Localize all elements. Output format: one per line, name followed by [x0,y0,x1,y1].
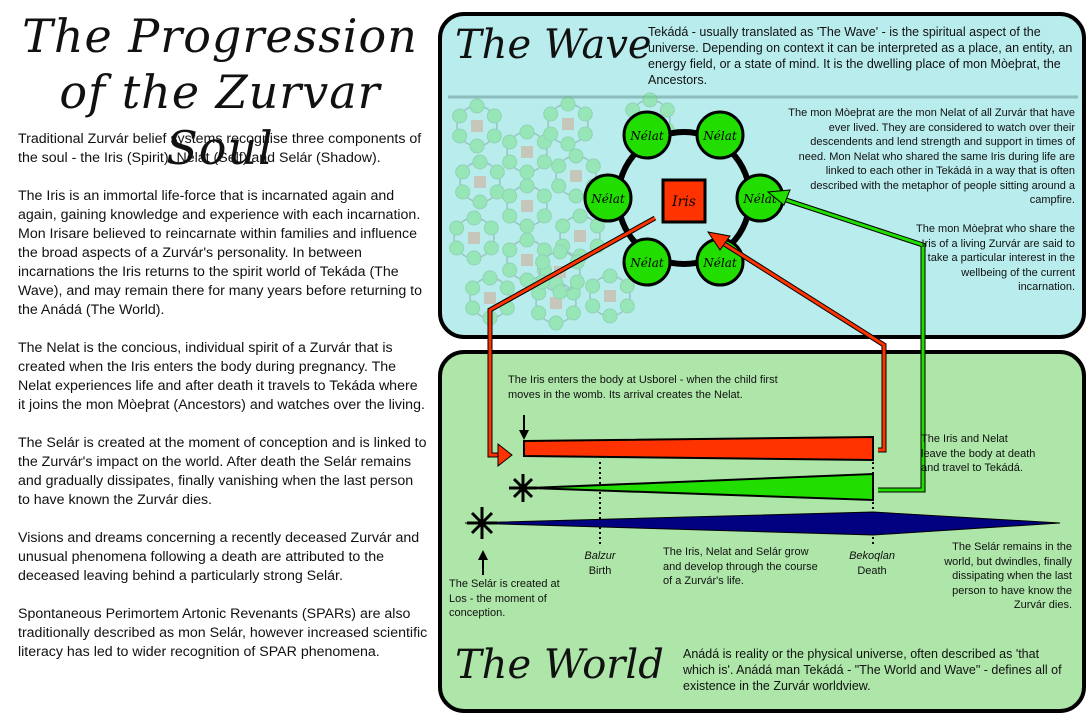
iris-incarnation-arrow [488,216,656,457]
birth-term: Balzur [584,550,616,562]
nelat-label: Nélat [590,192,625,206]
selar-remains-text: The Selár remains in the world, but dwin… [944,541,1072,611]
ancestor-group [502,124,552,180]
nelat-label: Nélat [629,129,664,143]
selar-created-text: The Selár is created at Los - the moment… [449,578,560,619]
intro-text: Traditional Zurvár belief systems recogn… [18,130,428,681]
nelat-return-arrow [779,196,925,492]
ancestor-group [452,98,502,154]
nelat-label: Nélat [702,256,737,270]
wave-description: Tekádá - usually translated as 'The Wave… [648,25,1073,87]
intro-p6: Spontaneous Perimortem Artonic Revenants… [18,606,428,660]
ancestor-group [455,154,505,210]
ancestor-group [465,270,515,326]
wave-title: The Wave [455,22,652,68]
ancestor-group [502,232,552,288]
death-term: Bekoqlan [849,550,895,562]
nelat-node: Nélat [583,173,633,223]
nelat-label: Nélat [742,192,777,206]
nelat-spark-icon [509,474,537,502]
intro-p4: The Selár is created at the moment of co… [18,435,427,508]
iris-square [661,178,707,224]
nelat-node: Nélat [622,237,672,287]
ancestors-text: The mon Mòeþrat are the mon Nelat of all… [788,107,1075,206]
intro-p1: Traditional Zurvár belief systems recogn… [18,131,422,166]
selar-bar [464,511,1061,536]
usborel-pointer-icon [519,430,529,440]
shared-iris-text: The mon Mòeþrat who share the Iris of a … [916,223,1075,293]
nelat-label: Nélat [629,256,664,270]
iris-bar [523,435,874,462]
ancestor-group [543,96,593,152]
iris-label: Iris [671,194,696,210]
leave-body-text: The Iris and Nelat leave the body at dea… [921,433,1036,474]
ancestor-group [551,148,601,204]
selar-spark-icon [467,507,497,539]
ancestor-group [585,268,635,324]
ancestor-group [531,275,581,331]
world-title: The World [455,642,664,688]
wave-panel [438,12,1086,339]
world-description: Anádá is reality or the physical univers… [683,647,1062,693]
ancestor-group [449,210,499,266]
ancestor-group [502,178,552,234]
ancestor-group [535,244,585,300]
intro-p3: The Nelat is the concious, individual sp… [18,340,425,413]
los-pointer-icon [478,550,488,560]
nelat-bar [529,472,874,502]
grow-text: The Iris, Nelat and Selár grow and devel… [663,546,818,587]
nelat-node: Nélat [695,110,745,160]
page-title: The Progression of the Zurvar Soul [22,9,418,175]
intro-p2: The Iris is an immortal life-force that … [18,188,422,318]
nelat-label: Nélat [702,129,737,143]
iris-enters-text: The Iris enters the body at Usborel - wh… [508,374,778,401]
death-label: Death [857,564,887,577]
birth-label: Birth [588,564,612,577]
intro-p5: Visions and dreams concerning a recently… [18,530,420,584]
iris-return-arrow [717,238,886,452]
nelat-node: Nélat [622,110,672,160]
